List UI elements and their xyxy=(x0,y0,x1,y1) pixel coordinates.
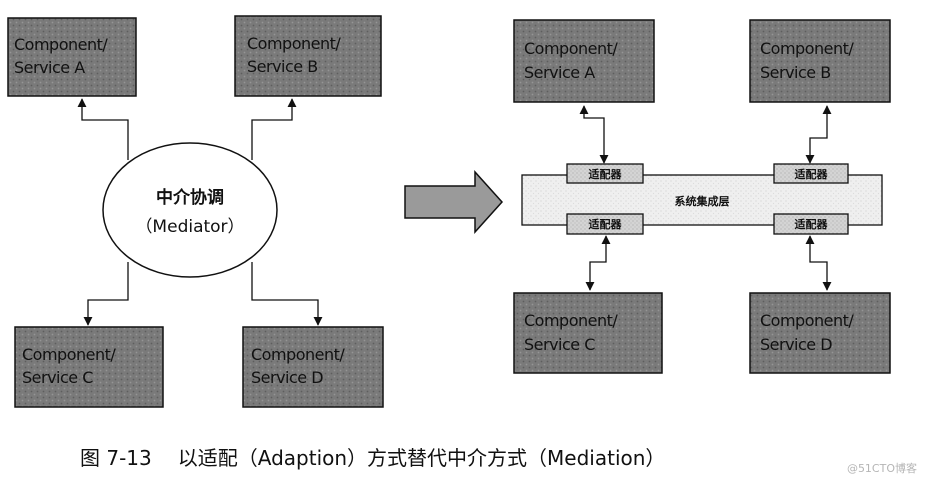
right-box-service-b: Component/ Service B xyxy=(749,19,891,103)
watermark: @51CTO博客 xyxy=(846,462,917,475)
adapter-bottom-right-label: 适配器 xyxy=(795,217,829,231)
connector-a-to-adapter xyxy=(579,105,609,164)
right-adaption-diagram: Component/ Service A Component/ Service … xyxy=(513,19,891,374)
adapter-top-left-label: 适配器 xyxy=(589,167,623,181)
left-box-service-b: Component/ Service B xyxy=(234,15,382,97)
adapter-top-right-label: 适配器 xyxy=(795,167,829,181)
right-box-service-a: Component/ Service A xyxy=(513,19,655,103)
right-box-d-line2: Service D xyxy=(760,335,832,354)
right-box-c-line1: Component/ xyxy=(524,311,618,330)
left-box-service-c: Component/ Service C xyxy=(14,326,164,408)
left-box-d-line1: Component/ xyxy=(251,345,345,364)
right-box-a-line1: Component/ xyxy=(524,39,618,58)
mediator-ellipse: 中介协调 （Mediator） xyxy=(102,142,278,278)
right-box-d-line1: Component/ xyxy=(760,311,854,330)
transition-arrow-icon xyxy=(404,170,504,234)
connector-b-to-adapter xyxy=(805,105,832,164)
right-box-a-line2: Service A xyxy=(524,63,595,82)
left-box-service-d: Component/ Service D xyxy=(242,326,384,408)
adapter-bottom-left: 适配器 xyxy=(566,213,644,235)
connector-mediator-to-d xyxy=(251,262,323,326)
integration-layer-label: 系统集成层 xyxy=(675,194,730,208)
connector-mediator-to-b xyxy=(251,98,297,160)
adapter-bottom-right: 适配器 xyxy=(773,213,849,235)
left-box-c-line2: Service C xyxy=(22,368,93,387)
right-box-b-line2: Service B xyxy=(760,63,831,82)
connector-mediator-to-c xyxy=(83,262,129,326)
adapter-top-left: 适配器 xyxy=(566,163,644,184)
figure-number: 图 7-13 xyxy=(80,446,152,470)
left-box-service-a: Component/ Service A xyxy=(7,17,137,97)
figure-caption-text: 以适配（Adaption）方式替代中介方式（Mediation） xyxy=(177,446,666,470)
right-box-c-line2: Service C xyxy=(524,335,595,354)
right-box-service-c: Component/ Service C xyxy=(513,292,663,374)
adapter-top-right: 适配器 xyxy=(773,163,849,184)
connector-adapter-to-c xyxy=(585,235,611,291)
right-box-service-d: Component/ Service D xyxy=(749,292,891,374)
left-mediation-diagram: Component/ Service A Component/ Service … xyxy=(7,15,384,408)
mediator-subtitle: （Mediator） xyxy=(135,217,244,237)
figure-caption: 图 7-13 以适配（Adaption）方式替代中介方式（Mediation） xyxy=(80,442,665,471)
mediator-title: 中介协调 xyxy=(156,187,224,208)
left-box-c-line1: Component/ xyxy=(22,345,116,364)
connector-mediator-to-a xyxy=(77,98,129,160)
connector-adapter-to-d xyxy=(805,235,832,291)
right-box-b-line1: Component/ xyxy=(760,39,854,58)
left-box-a-line1: Component/ xyxy=(14,35,108,54)
left-box-b-line2: Service B xyxy=(247,57,318,76)
left-box-d-line2: Service D xyxy=(251,368,323,387)
adapter-bottom-left-label: 适配器 xyxy=(589,217,623,231)
left-box-b-line1: Component/ xyxy=(247,34,341,53)
left-box-a-line2: Service A xyxy=(14,58,85,77)
